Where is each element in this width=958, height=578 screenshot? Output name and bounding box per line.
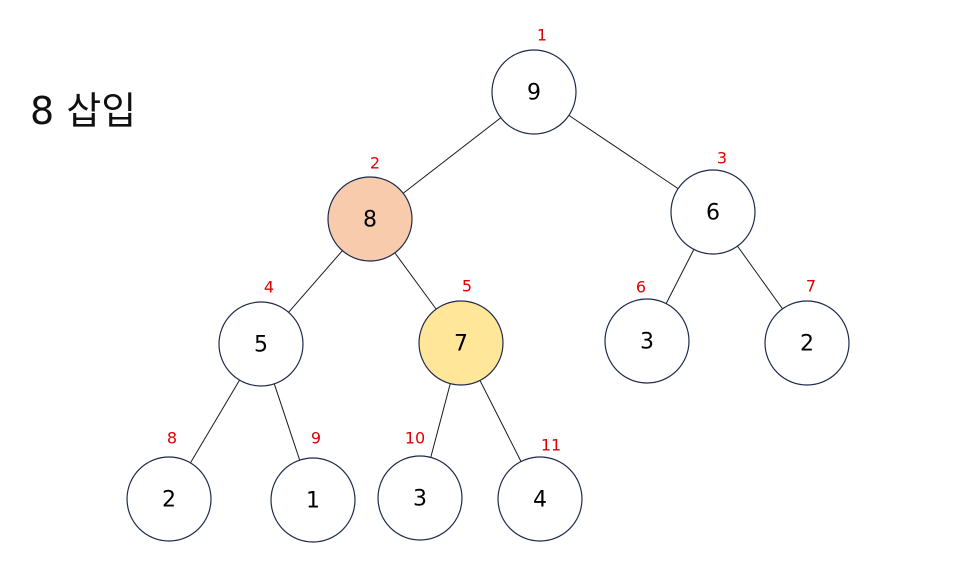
node-circle: [327, 176, 413, 262]
tree-node-9: 1: [270, 457, 356, 543]
node-circle: [270, 457, 356, 543]
edges-layer: [190, 114, 783, 464]
node-index-label: 8: [167, 429, 177, 448]
edge-3-7: [737, 245, 783, 310]
tree-node-5: 7: [418, 300, 504, 386]
tree-node-8: 2: [126, 456, 212, 542]
node-value: 2: [800, 332, 814, 357]
node-index-label: 7: [806, 277, 816, 296]
node-index-label: 2: [370, 154, 380, 173]
node-index-label: 1: [537, 26, 547, 45]
node-circle: [418, 300, 504, 386]
node-value: 2: [162, 488, 176, 513]
node-circle: [764, 300, 850, 386]
tree-node-4: 5: [218, 301, 304, 387]
node-circle: [670, 169, 756, 255]
tree-node-10: 3: [377, 455, 463, 541]
tree-node-11: 4: [497, 456, 583, 542]
node-value: 8: [363, 208, 377, 233]
node-circle: [377, 455, 463, 541]
nodes-layer: 9 8 6 5 7 3 2 2 1 3 4: [126, 49, 850, 543]
node-value: 9: [527, 81, 541, 106]
node-value: 1: [306, 489, 320, 514]
edge-5-10: [430, 383, 451, 458]
tree-node-6: 3: [604, 298, 690, 384]
edge-2-5: [394, 252, 437, 310]
tree-node-1: 9: [491, 49, 577, 135]
node-value: 6: [706, 201, 720, 226]
node-value: 5: [254, 333, 268, 358]
edge-1-2: [402, 117, 502, 194]
node-index-label: 9: [311, 429, 321, 448]
node-circle: [604, 298, 690, 384]
tree-node-3: 6: [670, 169, 756, 255]
node-circle: [491, 49, 577, 135]
node-value: 7: [454, 332, 468, 357]
diagram-title: 8 삽입: [30, 89, 137, 133]
index-labels-layer: 1 2 3 4 5 6 7 8 9 10 11: [167, 26, 816, 455]
edge-3-6: [665, 249, 695, 304]
node-index-label: 4: [264, 278, 274, 297]
node-value: 3: [640, 330, 654, 355]
node-index-label: 10: [405, 429, 425, 448]
node-value: 4: [533, 488, 547, 513]
node-index-label: 6: [636, 278, 646, 297]
node-circle: [218, 301, 304, 387]
edge-4-8: [190, 379, 240, 464]
node-circle: [497, 456, 583, 542]
edge-4-9: [273, 383, 301, 461]
node-index-label: 3: [717, 149, 727, 168]
edge-5-11: [479, 380, 522, 462]
node-index-label: 5: [462, 277, 472, 296]
edge-2-4: [288, 250, 343, 313]
edge-1-3: [568, 114, 679, 190]
tree-node-7: 2: [764, 300, 850, 386]
node-value: 3: [413, 487, 427, 512]
node-index-label: 11: [541, 436, 561, 455]
node-circle: [126, 456, 212, 542]
tree-node-2: 8: [327, 176, 413, 262]
